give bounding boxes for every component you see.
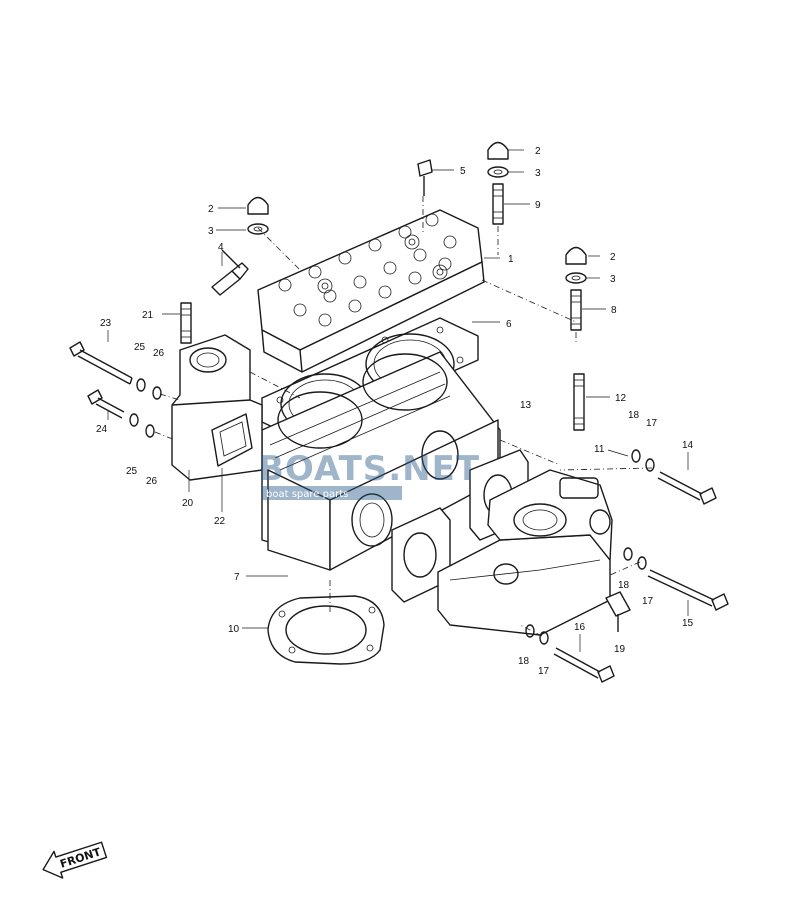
callout-26: 26 [153,348,165,359]
callout-18: 18 [518,656,530,667]
assembly-lines [154,196,653,637]
callout-1: 1 [508,254,514,265]
watermark-logo-text: BOATS.NET [258,449,480,489]
callout-18: 18 [628,410,640,421]
callout-2: 2 [535,146,541,157]
callout-26: 26 [146,476,158,487]
spark-plug [211,249,249,296]
temperature-sensor [605,591,631,632]
base-gasket [267,595,385,665]
callout-12: 12 [615,393,627,404]
callout-17: 17 [646,418,658,429]
callout-6: 6 [506,319,512,330]
watermark: BOATS.NET boat spare parts [258,449,480,500]
callout-2: 2 [610,252,616,263]
callout-3: 3 [208,226,214,237]
callout-7: 7 [234,572,240,583]
plug-cap [417,159,433,196]
stud-8 [570,289,582,331]
watermark-subtitle: boat spare parts [266,489,348,500]
callout-11: 11 [594,444,605,455]
bolt-15 [647,569,729,611]
leader-lines [107,149,689,652]
washers [129,378,655,645]
callout-labels: 1 2 2 2 3 3 3 4 5 6 7 8 9 10 11 12 13 14… [96,146,694,677]
callout-16: 16 [574,622,586,633]
cylinder-head [257,209,485,373]
callout-24: 24 [96,424,108,435]
callout-5: 5 [460,166,466,177]
cap-nut-right [565,246,587,284]
stud-9 [492,183,504,225]
callout-9: 9 [535,200,541,211]
callout-4: 4 [218,242,224,253]
callout-21: 21 [142,310,154,321]
manifold-gasket [211,413,253,467]
callout-19: 19 [614,644,626,655]
exhaust-chamber [437,469,613,636]
callout-25: 25 [126,466,138,477]
callout-18: 18 [618,580,630,591]
callout-3: 3 [610,274,616,285]
bolt-23 [69,341,133,385]
callout-20: 20 [182,498,194,509]
callout-14: 14 [682,440,694,451]
cap-nut-left [247,196,269,235]
callout-23: 23 [100,318,112,329]
stud-21 [180,302,192,344]
callout-3: 3 [535,168,541,179]
bolt-16 [553,647,615,683]
callout-8: 8 [611,305,617,316]
callout-15: 15 [682,618,694,629]
callout-17: 17 [538,666,550,677]
callout-2: 2 [208,204,214,215]
callout-25: 25 [134,342,146,353]
front-arrow-marker: FRONT [42,841,108,879]
callout-13: 13 [520,400,532,411]
bolt-24 [87,389,125,419]
callout-17: 17 [642,596,654,607]
cap-nut-top-right [487,141,509,178]
bolt-14 [657,471,717,505]
callout-22: 22 [214,516,226,527]
stud-12 [573,373,585,431]
callout-10: 10 [228,624,240,635]
